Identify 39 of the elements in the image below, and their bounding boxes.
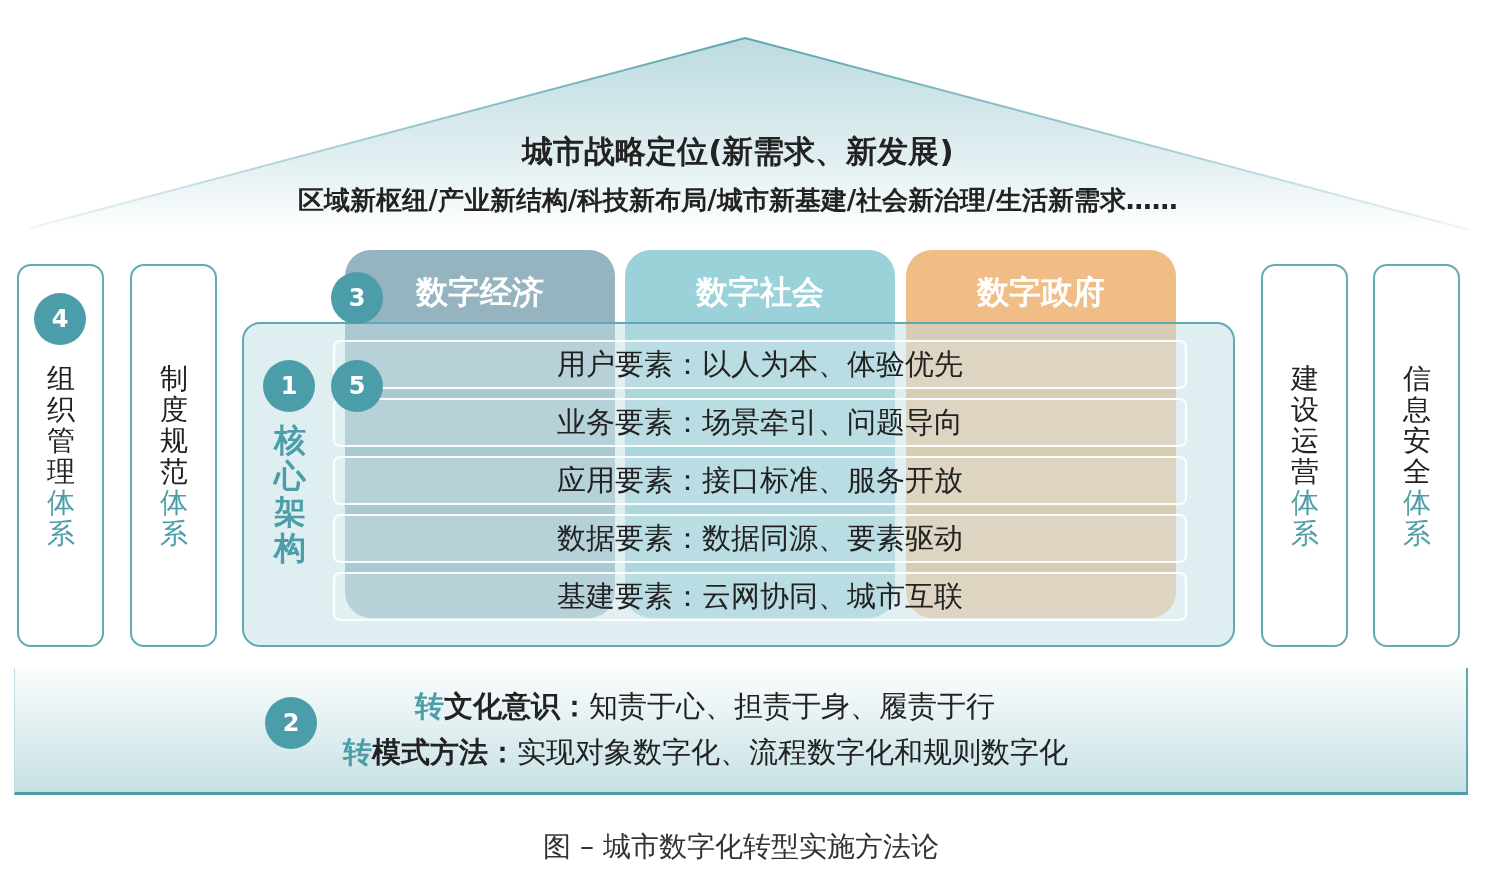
factor-band xyxy=(333,514,1187,563)
pillar-suffix: 体系 xyxy=(46,487,75,549)
factor-text: 数据要素：数据同源、要素驱动 xyxy=(557,520,963,557)
factor-band xyxy=(333,456,1187,505)
pillar-box xyxy=(130,264,217,647)
pillar-box xyxy=(1373,264,1460,647)
column-heading: 数字经济 xyxy=(416,272,544,313)
column-heading: 数字政府 xyxy=(977,272,1105,313)
roof-title: 城市战略定位(新需求、新发展) xyxy=(522,132,954,171)
column-heading: 数字社会 xyxy=(696,272,824,313)
factor-text: 基建要素：云网协同、城市互联 xyxy=(557,578,963,615)
foundation-text: 转文化意识：知责于心、担责于身、履责于行 xyxy=(415,688,995,725)
column-panel xyxy=(906,250,1176,618)
roof-subtitle: 区域新枢纽/产业新结构/科技新布局/城市新基建/社会新治理/生活新需求…… xyxy=(298,183,1178,217)
figure-caption: 图 – 城市数字化转型实施方法论 xyxy=(543,829,939,865)
factor-text: 业务要素：场景牵引、问题导向 xyxy=(557,404,963,441)
factor-text: 应用要素：接口标准、服务开放 xyxy=(557,462,963,499)
pillar-suffix: 体系 xyxy=(159,487,188,549)
pillar-title: 信息安全 xyxy=(1402,363,1431,487)
callout-number: 4 xyxy=(34,293,86,345)
factor-band xyxy=(333,398,1187,447)
pillar-box xyxy=(1261,264,1348,647)
callout-number: 3 xyxy=(331,272,383,324)
foundation-band xyxy=(14,668,1468,795)
frame-heading: 核心架构 xyxy=(274,422,306,566)
pillar-title: 制度规范 xyxy=(159,363,188,487)
callout-number: 2 xyxy=(265,697,317,749)
callout-number: 5 xyxy=(331,360,383,412)
pillar-title: 建设运营 xyxy=(1290,363,1319,487)
callout-number: 1 xyxy=(263,360,315,412)
factor-text: 用户要素：以人为本、体验优先 xyxy=(557,346,963,383)
factor-band xyxy=(333,572,1187,621)
foundation-text: 转模式方法：实现对象数字化、流程数字化和规则数字化 xyxy=(342,734,1068,771)
pillar-box xyxy=(17,264,104,647)
pillar-suffix: 体系 xyxy=(1402,487,1431,549)
core-frame xyxy=(242,322,1235,647)
column-panel xyxy=(345,250,615,618)
pillar-title: 组织管理 xyxy=(46,363,75,487)
pillar-suffix: 体系 xyxy=(1290,487,1319,549)
